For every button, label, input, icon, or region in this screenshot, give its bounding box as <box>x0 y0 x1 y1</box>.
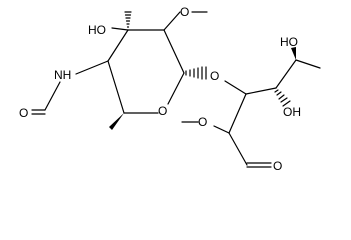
bond-chain-c4-c5 <box>275 59 297 89</box>
bond-ring-c2-o <box>167 72 185 105</box>
bond-chain-c2-methoxy-o <box>213 125 230 134</box>
atom-labels: HO NH O O O O O HO OH O <box>19 5 301 173</box>
pyranose-ring <box>107 29 185 114</box>
label-o-ring: O <box>158 104 167 118</box>
bond-nh-formyl-c <box>44 81 61 111</box>
structural-formula-diagram: HO NH O O O O O HO OH O <box>19 5 321 173</box>
label-o-aldehyde: O <box>273 159 282 173</box>
label-o-glycosidic: O <box>210 69 219 83</box>
bond-glycosidic-o-chain <box>224 80 247 95</box>
bond-c5-nh <box>75 60 109 75</box>
label-oh-chain: OH <box>283 105 301 119</box>
hashed-bond-c4-methyl <box>124 11 132 28</box>
bond-c3-methoxy-o <box>163 11 181 31</box>
open-chain <box>181 47 321 168</box>
label-ho-ring: HO <box>88 23 106 37</box>
label-o-methoxy-chain: O <box>198 115 207 129</box>
bond-chain-c3-c4 <box>245 87 277 95</box>
wedge-bond-c6-methyl <box>109 113 124 130</box>
label-o-methoxy-ring: O <box>180 5 189 19</box>
label-ho-chain-top: HO <box>280 35 298 49</box>
ring-substituents <box>31 11 208 130</box>
label-nh: NH <box>54 68 71 82</box>
bond-c4-hydroxyl <box>111 27 129 31</box>
bond-ring-c5-c4 <box>107 29 129 62</box>
hashed-bond-chain-c4-hydroxyl <box>274 89 291 107</box>
bond-chain-c5-c6 <box>295 59 321 69</box>
bond-ring-c3-c2 <box>163 29 185 74</box>
bond-ring-c6-c5 <box>107 60 125 114</box>
wedge-bond-chain-c5-hydroxyl <box>291 47 296 60</box>
hashed-bond-c2-glycosidic-o <box>185 66 207 80</box>
label-o-formyl: O <box>19 106 28 120</box>
bond-chain-c3-c2 <box>228 93 247 134</box>
bond-chain-c2-c1 <box>228 132 248 166</box>
